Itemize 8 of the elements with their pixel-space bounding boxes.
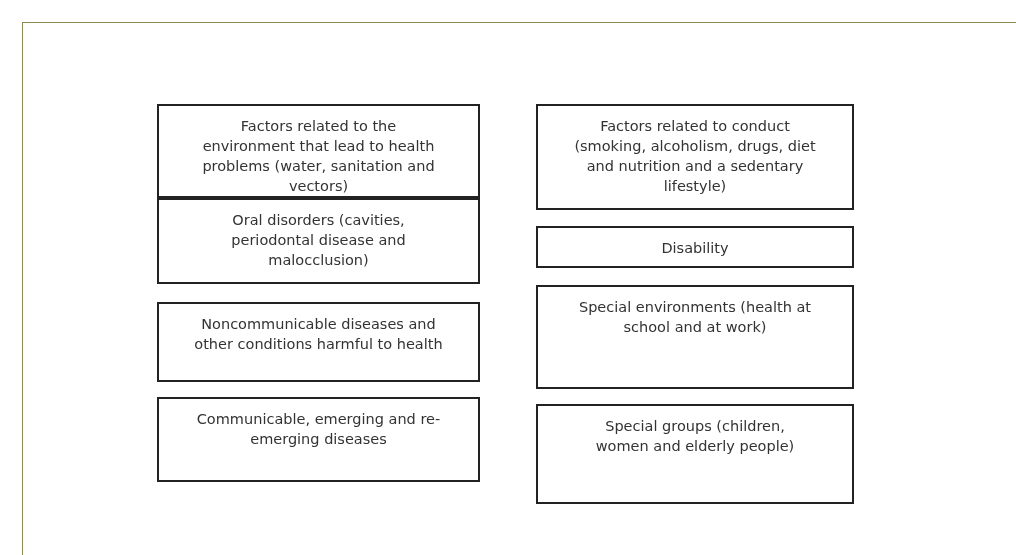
category-box: Disability (536, 226, 854, 268)
category-box: Noncommunicable diseases and other conditions harmful to health (157, 302, 480, 382)
category-box: Special environments (health at school and at work) (536, 285, 854, 389)
category-box: Factors related to the environment that lead to health problems (water, sanitation and vectors) (157, 104, 480, 198)
category-box: Special groups (children, women and elderly people) (536, 404, 854, 504)
category-box: Communicable, emerging and re-emerging diseases (157, 397, 480, 482)
category-box: Factors related to conduct (smoking, alcoholism, drugs, diet and nutrition and a sedentary lifestyle) (536, 104, 854, 210)
category-box: Oral disorders (cavities, periodontal disease and malocclusion) (157, 198, 480, 284)
